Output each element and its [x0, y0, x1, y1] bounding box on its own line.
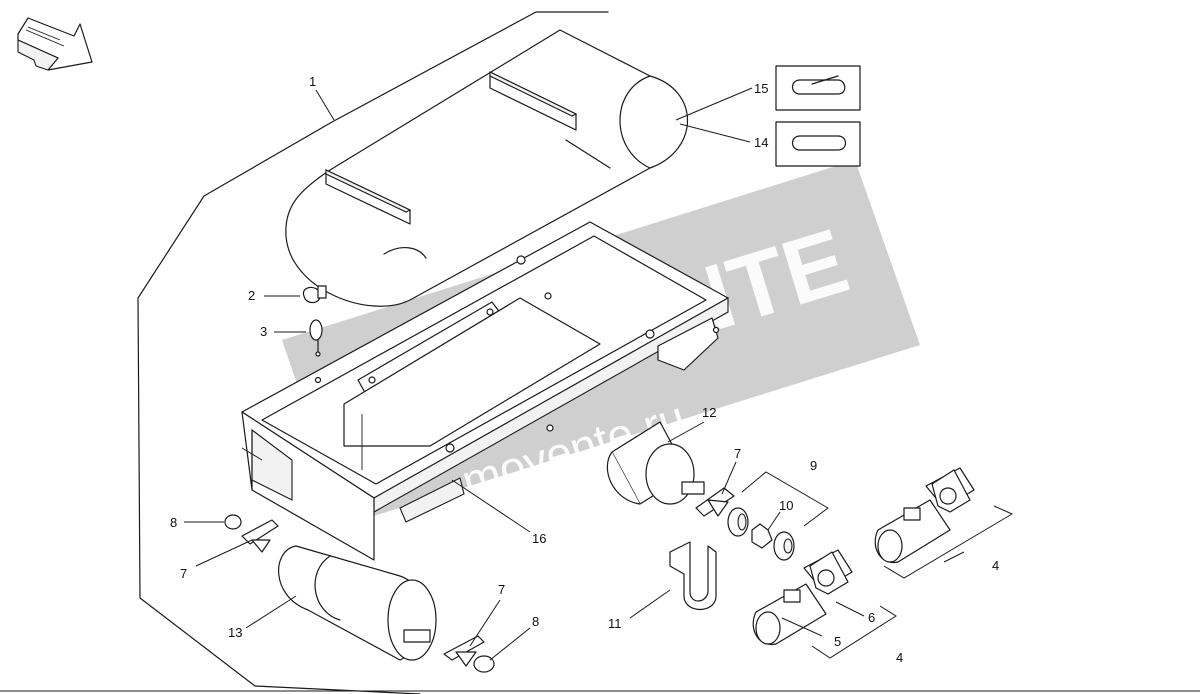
bracket-4-lower: [811, 605, 897, 659]
callout-16: 16: [532, 531, 546, 546]
callout-4-lower: 4: [896, 650, 903, 665]
eye-nut: [309, 319, 323, 357]
callout-7-right: 7: [734, 446, 741, 461]
callout-4-upper: 4: [992, 558, 999, 573]
leader-lines: [184, 87, 965, 661]
gear-motor-upper: [874, 467, 975, 564]
callout-7-bottom: 7: [498, 582, 505, 597]
callout-8-left: 8: [170, 515, 177, 530]
callout-3: 3: [260, 324, 267, 339]
callout-9: 9: [810, 458, 817, 473]
orientation-arrow-icon: [17, 17, 93, 71]
tail-roller: [278, 545, 437, 661]
callout-13: 13: [228, 625, 242, 640]
callout-5: 5: [834, 634, 841, 649]
eye-bolt: [302, 285, 327, 304]
detail-box-14: [775, 121, 861, 167]
end-cap-left: [224, 514, 242, 530]
bearing-block-bottom: [443, 635, 485, 667]
callout-14: 14: [754, 135, 768, 150]
conveyor-frame: [241, 221, 729, 561]
callout-8-bottom: 8: [532, 614, 539, 629]
shaft-coupling: [727, 507, 795, 561]
callout-15: 15: [754, 81, 768, 96]
bearing-block-right: [695, 487, 735, 517]
bearing-block-left: [241, 519, 279, 553]
bracket-9: [741, 471, 829, 527]
callout-1: 1: [309, 74, 316, 89]
callout-10: 10: [779, 498, 793, 513]
drive-roller: [606, 421, 705, 505]
callout-11: 11: [608, 616, 622, 631]
conveyor-belt: [285, 29, 688, 307]
callout-labels: 1 2 3 4 4 5 6 7 7 7 8 8 9 10 11 12 13 14…: [170, 74, 999, 665]
callout-6: 6: [868, 610, 875, 625]
gear-motor-lower: [752, 549, 853, 646]
u-bracket: [669, 541, 717, 610]
assembly-boundary: [137, 11, 609, 694]
callout-2: 2: [248, 288, 255, 303]
end-cap-bottom: [473, 655, 495, 673]
callout-7-left: 7: [180, 566, 187, 581]
bracket-4-upper: [883, 505, 1014, 579]
callout-12: 12: [702, 405, 716, 420]
detail-box-15: [775, 65, 861, 111]
